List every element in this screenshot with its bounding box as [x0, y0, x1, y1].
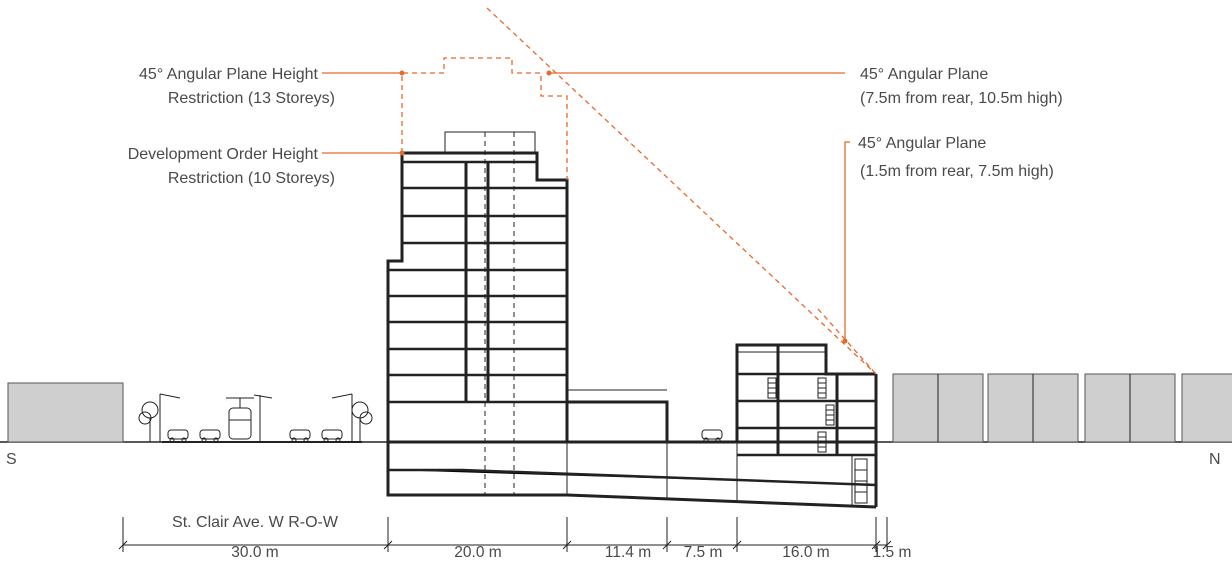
car-icon [701, 429, 723, 443]
street-light-icon [159, 393, 181, 442]
dev-order-label-line1: Development Order Height [128, 146, 319, 163]
car-icon [289, 429, 311, 443]
north-neighbour-buildings [892, 373, 1232, 443]
row-label: St. Clair Ave. W R-O-W [172, 514, 339, 531]
angular-13-label-line1: 45° Angular Plane Height [139, 66, 319, 83]
tree-icon [138, 401, 159, 442]
dimension-line [118, 517, 892, 552]
streetcar-icon [226, 394, 273, 442]
plane-a-label-line2: (7.5m from rear, 10.5m high) [860, 90, 1063, 107]
angular-plane-lines [322, 7, 877, 375]
south-neighbour-building [7, 382, 124, 443]
tree-icon [351, 401, 373, 442]
dimension-label: 20.0 m [454, 544, 501, 561]
proposed-tower [386, 131, 569, 495]
south-label: S [6, 451, 17, 468]
car-icon [199, 429, 221, 443]
street-light-icon [331, 393, 353, 442]
street-elements [138, 393, 723, 443]
plane-b-label-line2: (1.5m from rear, 7.5m high) [860, 163, 1054, 180]
car-icon [321, 429, 343, 443]
dimension-label: 16.0 m [782, 544, 829, 561]
dimension-label: 11.4 m [605, 544, 651, 561]
rear-building [735, 343, 876, 507]
podium-and-garage [386, 374, 878, 509]
plane-a-label-line1: 45° Angular Plane [860, 66, 988, 83]
north-label: N [1209, 451, 1221, 468]
stair-icon [767, 377, 868, 504]
dimension-label: 30.0 m [231, 544, 278, 561]
dimension-label: 7.5 m [684, 544, 723, 561]
dimension-label: 1.5 m [873, 544, 912, 561]
plane-b-label-line1: 45° Angular Plane [858, 135, 986, 152]
angular-13-label-line2: Restriction (13 Storeys) [168, 90, 335, 107]
car-icon [167, 429, 189, 443]
dev-order-label-line2: Restriction (10 Storeys) [168, 170, 335, 187]
